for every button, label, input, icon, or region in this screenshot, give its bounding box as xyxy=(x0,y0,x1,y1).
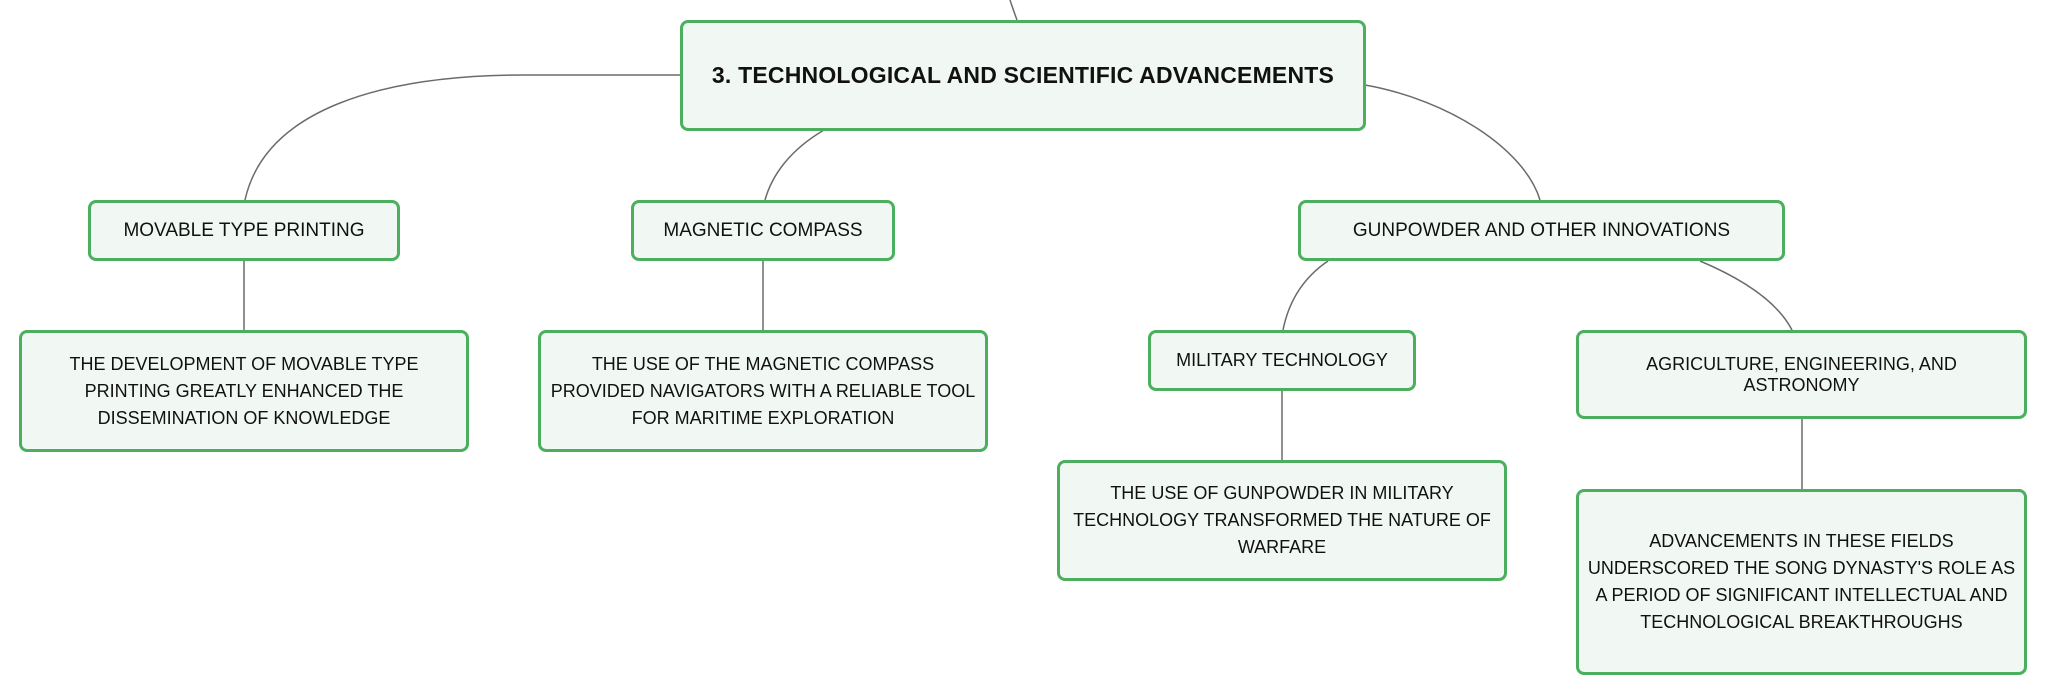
topic-magnetic-compass[interactable]: MAGNETIC COMPASS xyxy=(631,200,895,261)
topic-label: AGRICULTURE, ENGINEERING, AND ASTRONOMY xyxy=(1646,353,1957,395)
topic-label: MILITARY TECHNOLOGY xyxy=(1176,350,1388,370)
detail-text: THE DEVELOPMENT OF MOVABLE TYPE PRINTING… xyxy=(69,353,419,428)
connector-root-to-magnetic-compass xyxy=(764,129,825,201)
root-topic-node[interactable]: 3. TECHNOLOGICAL AND SCIENTIFIC ADVANCEM… xyxy=(680,20,1366,131)
connector-root-to-movable-type-printing xyxy=(244,74,680,201)
topic-movable-type-printing[interactable]: MOVABLE TYPE PRINTING xyxy=(88,200,400,261)
connector-gunpowder-to-agriculture xyxy=(1699,260,1793,331)
topic-label: GUNPOWDER AND OTHER INNOVATIONS xyxy=(1352,219,1731,241)
topic-label: MOVABLE TYPE PRINTING xyxy=(123,219,365,241)
detail-text: ADVANCEMENTS IN THESE FIELDS UNDERSCORED… xyxy=(1587,531,2016,632)
subtopic-agriculture-engineering-astronomy[interactable]: AGRICULTURE, ENGINEERING, AND ASTRONOMY xyxy=(1576,330,2027,419)
detail-magnetic-compass[interactable]: THE USE OF THE MAGNETIC COMPASS PROVIDED… xyxy=(538,330,988,452)
connector-root-to-gunpowder xyxy=(1364,84,1541,201)
detail-text: THE USE OF THE MAGNETIC COMPASS PROVIDED… xyxy=(550,353,976,428)
subtopic-military-technology[interactable]: MILITARY TECHNOLOGY xyxy=(1148,330,1416,391)
connector-gunpowder-to-military xyxy=(1282,260,1329,331)
root-topic-label: 3. TECHNOLOGICAL AND SCIENTIFIC ADVANCEM… xyxy=(711,62,1335,88)
detail-agriculture-engineering-astronomy[interactable]: ADVANCEMENTS IN THESE FIELDS UNDERSCORED… xyxy=(1576,489,2027,675)
topic-label: MAGNETIC COMPASS xyxy=(663,219,863,241)
connector-root-parent xyxy=(1009,0,1018,21)
detail-movable-type-printing[interactable]: THE DEVELOPMENT OF MOVABLE TYPE PRINTING… xyxy=(19,330,469,452)
detail-text: THE USE OF GUNPOWDER IN MILITARY TECHNOL… xyxy=(1073,483,1491,557)
topic-gunpowder-and-other-innovations[interactable]: GUNPOWDER AND OTHER INNOVATIONS xyxy=(1298,200,1785,261)
detail-military-technology[interactable]: THE USE OF GUNPOWDER IN MILITARY TECHNOL… xyxy=(1057,460,1507,581)
